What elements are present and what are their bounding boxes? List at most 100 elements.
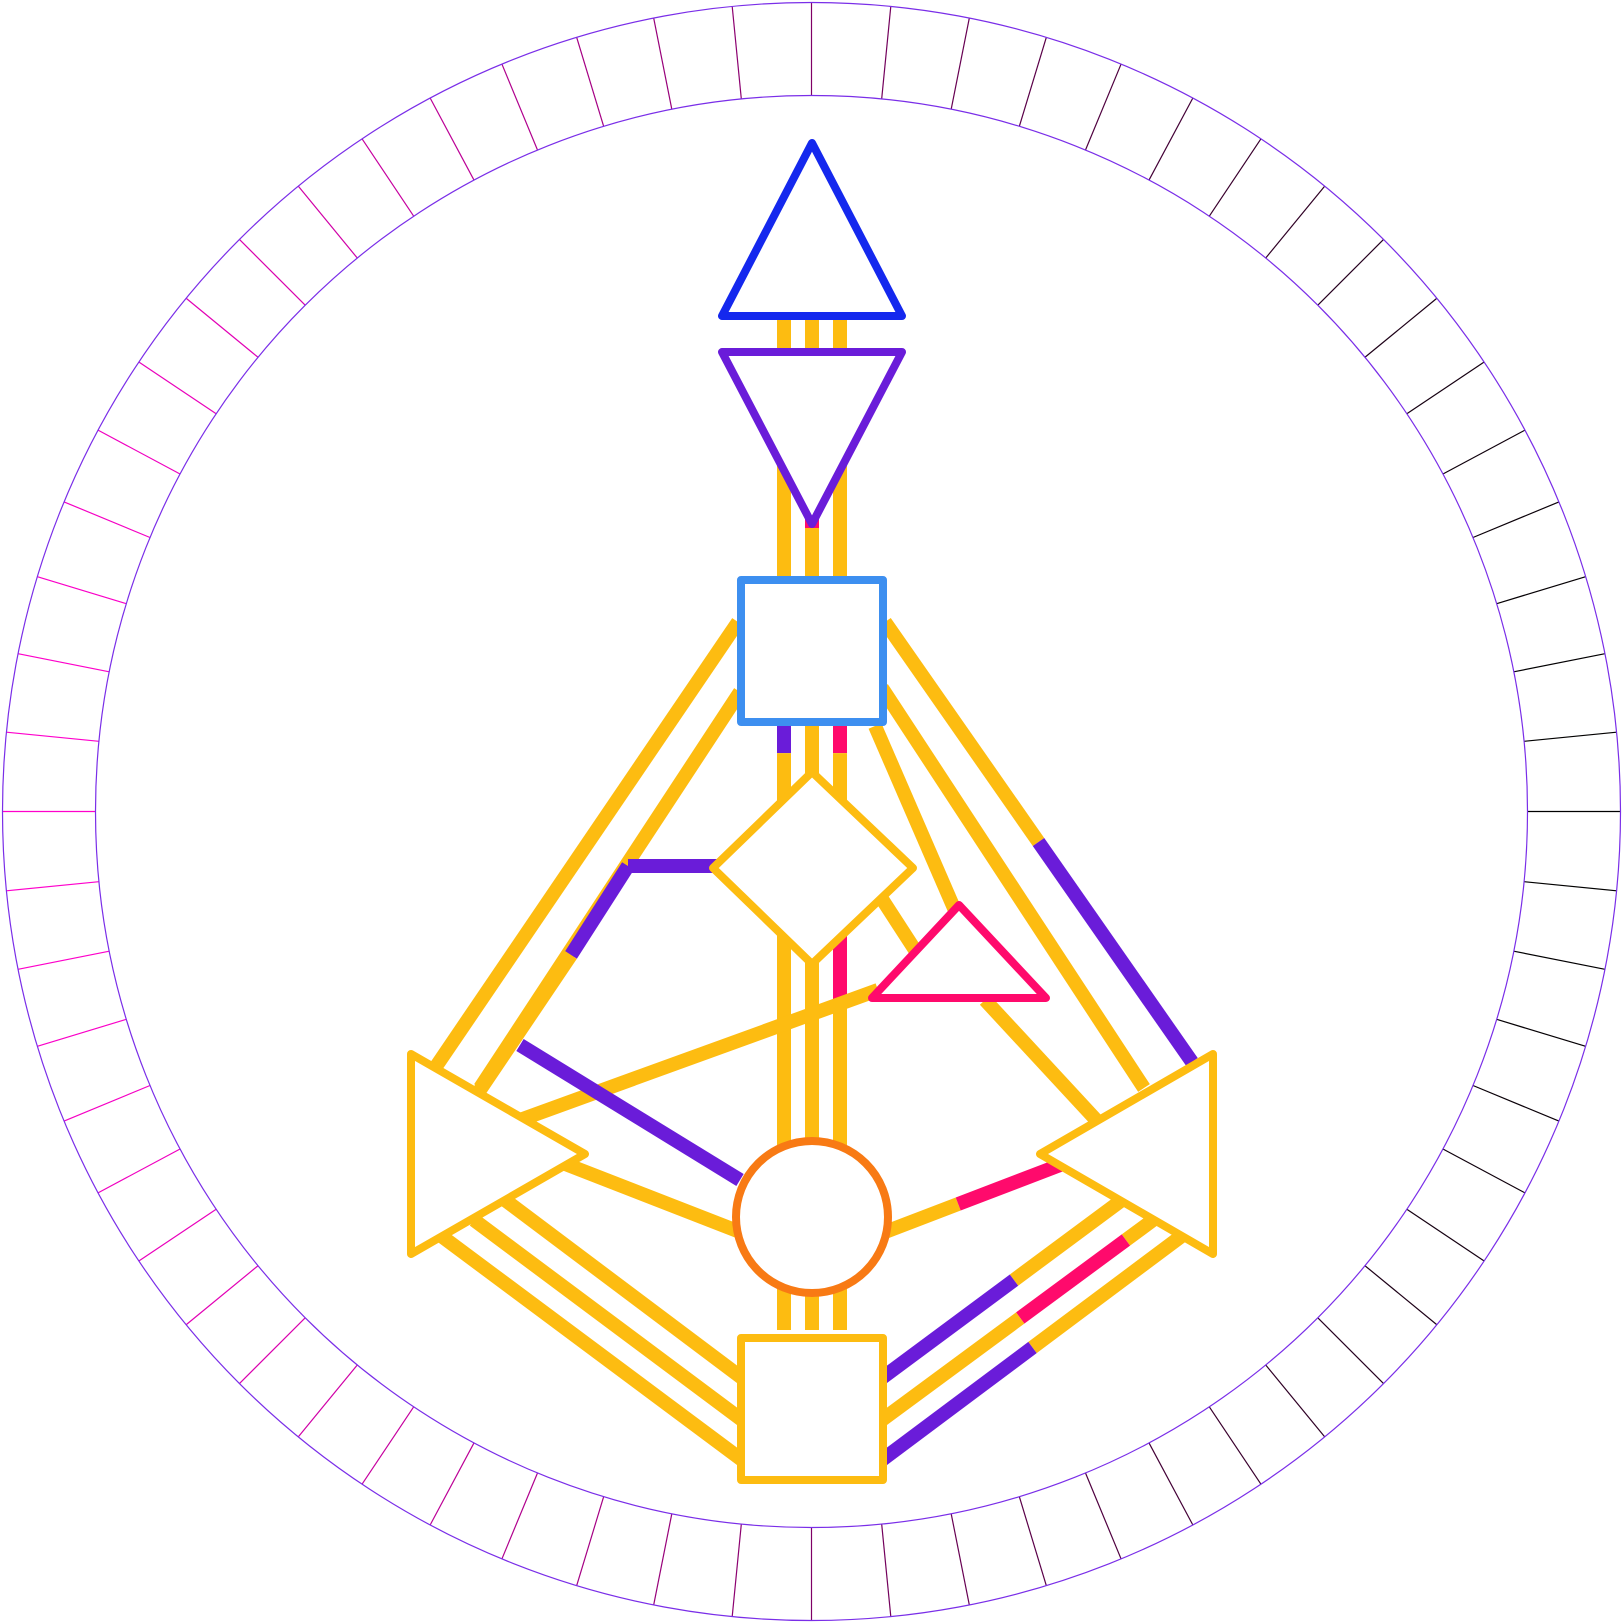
sacral-center [732, 1137, 892, 1297]
channel-g-spleen [565, 862, 634, 959]
wheel-segment-divider [239, 239, 306, 306]
wheel-segment-divider [1364, 297, 1438, 358]
wheel-segment-divider [1265, 1364, 1326, 1438]
channel-solar-plexus-root [1016, 1234, 1131, 1324]
wheel-segment-divider [138, 361, 217, 415]
wheel-segment-divider [1442, 429, 1526, 475]
wheel-segment-divider [1496, 576, 1586, 605]
throat-center [737, 576, 887, 726]
wheel-segment-divider [17, 950, 110, 970]
wheel-segment-divider [185, 1265, 259, 1326]
wheel-segment-divider [63, 501, 151, 539]
wheel-segment-divider [1208, 138, 1262, 217]
channel-solar-plexus-root [877, 1341, 1037, 1466]
spleen-center [407, 1050, 589, 1258]
g-center [709, 768, 917, 968]
wheel-segment-divider [1472, 501, 1560, 539]
wheel-segment-divider [1513, 950, 1606, 970]
wheel-segment-divider [1018, 1496, 1047, 1586]
channel-spleen-sacral [516, 1039, 744, 1186]
wheel-segment-divider [1317, 239, 1384, 306]
wheel-segment-divider [1364, 1265, 1438, 1326]
channel-throat-solar-plexus [876, 684, 1150, 1092]
wheel-segment-divider [1406, 1208, 1485, 1262]
wheel-inner-ring [94, 94, 1529, 1529]
channel-throat-solar-plexus [1032, 837, 1198, 1067]
wheel-segment-divider [1148, 97, 1194, 181]
wheel-segment-divider [950, 17, 970, 110]
wheel-segment-divider [1208, 1406, 1262, 1485]
channel-g-spleen [474, 951, 577, 1094]
wheel-segment-divider [1084, 63, 1122, 151]
channel-solar-plexus-root [1009, 1194, 1127, 1286]
channel-throat-heart [868, 723, 967, 925]
head-center [718, 139, 906, 320]
wheel-segment-divider [97, 1148, 181, 1194]
wheel-segment-divider [297, 185, 358, 259]
channel-spleen-root [500, 1194, 747, 1384]
channel-solar-plexus-root [1028, 1229, 1188, 1354]
channel-spleen-root [435, 1229, 747, 1466]
wheel-segment-divider [429, 1442, 475, 1526]
wheel-segment-divider [501, 1472, 539, 1560]
wheel-segment-divider [185, 297, 259, 358]
channel-solar-plexus-root [877, 1274, 1019, 1384]
wheel-segment-divider [653, 1513, 673, 1606]
centers [407, 139, 1217, 1484]
channel-spleen-sacral [552, 1153, 743, 1239]
wheel-segment-divider [1513, 653, 1606, 673]
wheel-segment-divider [1265, 185, 1326, 259]
wheel-segment-divider [576, 1496, 605, 1586]
wheel-segment-divider [6, 881, 100, 892]
wheel-segment-divider [1084, 1472, 1122, 1560]
wheel-segment-divider [17, 653, 110, 673]
wheel-segment-divider [731, 6, 742, 100]
wheel-segment-divider [1496, 1018, 1586, 1047]
wheel-segment-divider [97, 429, 181, 475]
channel-solar-plexus-root [877, 1312, 1025, 1426]
wheel-segment-divider [653, 17, 673, 110]
wheel-segment-divider [1442, 1148, 1526, 1194]
wheel-segment-divider [1472, 1084, 1560, 1122]
wheel-segment-divider [1523, 881, 1617, 892]
wheel-segment-divider [63, 1084, 151, 1122]
ajna-center [718, 348, 906, 528]
root-center [737, 1334, 887, 1484]
wheel-segment-divider [731, 1523, 742, 1617]
wheel-segment-divider [1148, 1442, 1194, 1526]
wheel-segment-divider [37, 1018, 127, 1047]
channel-sacral-solar-plexus [882, 1197, 961, 1239]
channel-sacral-solar-plexus [955, 1155, 1071, 1211]
wheel-segment-divider [239, 1317, 306, 1384]
wheel-segment-divider [6, 731, 100, 742]
channel-g-heart [874, 892, 921, 954]
wheel-segment-divider [361, 138, 415, 217]
channel-heart-solar-plexus [979, 995, 1104, 1127]
heart-center [868, 901, 1050, 1002]
wheel-segment-divider [1317, 1317, 1384, 1384]
wheel-segment-divider [950, 1513, 970, 1606]
wheel-segment-divider [881, 6, 892, 100]
wheel-segment-divider [1523, 731, 1617, 742]
channels [429, 318, 1198, 1466]
wheel-segment-divider [1406, 361, 1485, 415]
channel-throat-solar-plexus [879, 617, 1045, 847]
wheel-segment-divider [297, 1364, 358, 1438]
wheel-segment-divider [138, 1208, 217, 1262]
wheel-segment-divider [881, 1523, 892, 1617]
channel-throat-spleen [429, 618, 744, 1072]
wheel-segment-divider [361, 1406, 415, 1485]
wheel-segment-divider [37, 576, 127, 605]
wheel-segment-divider [501, 63, 539, 151]
channel-heart-spleen [517, 983, 881, 1127]
wheel-segment-divider [576, 37, 605, 127]
solar-plexus-center [1036, 1050, 1217, 1258]
wheel-segment-divider [1018, 37, 1047, 127]
channel-solar-plexus-root [1121, 1214, 1158, 1246]
wheel-segment-divider [429, 97, 475, 181]
channel-spleen-root [469, 1214, 747, 1426]
